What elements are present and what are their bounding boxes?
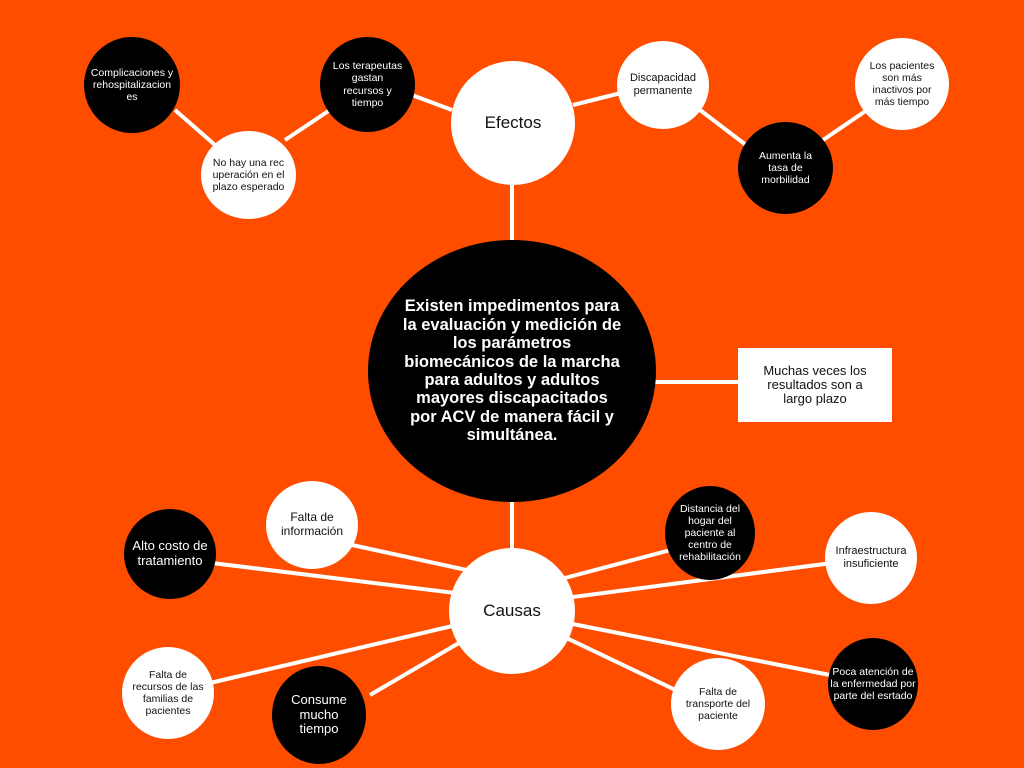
connector-recuperacion-complicaciones <box>173 108 217 147</box>
cause-recursos-familias-node: Falta de recursos de las familias de pac… <box>122 647 214 739</box>
cause-falta-info-node: Falta de información <box>266 481 358 569</box>
causas-hub-label: Causas <box>483 601 541 621</box>
connector-morbilidad-inactivos <box>821 106 872 142</box>
effect-morbilidad-node: Aumenta la tasa de morbilidad <box>738 122 833 214</box>
effect-complicaciones-text: Complicaciones y rehospitalizaciones <box>90 66 174 104</box>
cause-transporte-node: Falta de transporte del paciente <box>671 658 765 750</box>
cause-poca-atencion-text: Poca atención de la enfermedad por parte… <box>830 665 916 703</box>
cause-falta-info-text: Falta de información <box>280 510 344 538</box>
effect-terapeutas-text: Los terapeutas gastan recursos y tiempo <box>332 60 403 109</box>
effect-no-recuperacion-node: No hay una recuperación en el plazo espe… <box>201 131 296 219</box>
cause-infraestructura-text: Infraestructura insuficiente <box>835 545 907 570</box>
central-problem-text: Existen impedimentos para la evaluación … <box>402 297 622 445</box>
cause-poca-atencion-node: Poca atención de la enfermedad por parte… <box>828 638 918 730</box>
effect-discapacidad-node: Discapacidad permanente <box>617 41 709 129</box>
side-note-text: Muchas veces los resultados son a largo … <box>763 362 867 407</box>
cause-distancia-node: Distancia del hogar del paciente al cent… <box>665 486 755 580</box>
connector-terapeutas-recuperacion <box>283 108 332 142</box>
connector-efectos-terapeutas <box>411 93 453 112</box>
cause-transporte-text: Falta de transporte del paciente <box>685 685 751 723</box>
cause-recursos-familias-text: Falta de recursos de las familias de pac… <box>132 668 204 718</box>
efectos-hub-node: Efectos <box>451 61 575 185</box>
side-note-box: Muchas veces los resultados son a largo … <box>738 348 892 422</box>
cause-distancia-text: Distancia del hogar del paciente al cent… <box>679 502 741 564</box>
connector-efectos-discapacidad <box>572 90 626 107</box>
cause-consume-tiempo-node: Consume mucho tiempo <box>272 666 366 764</box>
cause-alto-costo-node: Alto costo de tratamiento <box>124 509 216 599</box>
cause-infraestructura-node: Infraestructura insuficiente <box>825 512 917 604</box>
effect-inactivos-text: Los pacientes son más inactivos por más … <box>869 59 935 109</box>
causas-hub-node: Causas <box>449 548 575 674</box>
efectos-hub-label: Efectos <box>484 113 542 133</box>
cause-alto-costo-text: Alto costo de tratamiento <box>132 538 208 568</box>
connector-discapacidad-morbilidad <box>698 108 752 150</box>
effect-no-recuperacion-text: No hay una recuperación en el plazo espe… <box>212 156 285 194</box>
effect-inactivos-node: Los pacientes son más inactivos por más … <box>855 38 949 130</box>
effect-discapacidad-text: Discapacidad permanente <box>629 72 697 97</box>
effect-complicaciones-node: Complicaciones y rehospitalizaciones <box>84 37 180 133</box>
effect-morbilidad-text: Aumenta la tasa de morbilidad <box>758 149 813 187</box>
cause-consume-tiempo-text: Consume mucho tiempo <box>291 691 347 737</box>
effect-terapeutas-node: Los terapeutas gastan recursos y tiempo <box>320 37 415 132</box>
central-problem-node: Existen impedimentos para la evaluación … <box>368 240 656 502</box>
